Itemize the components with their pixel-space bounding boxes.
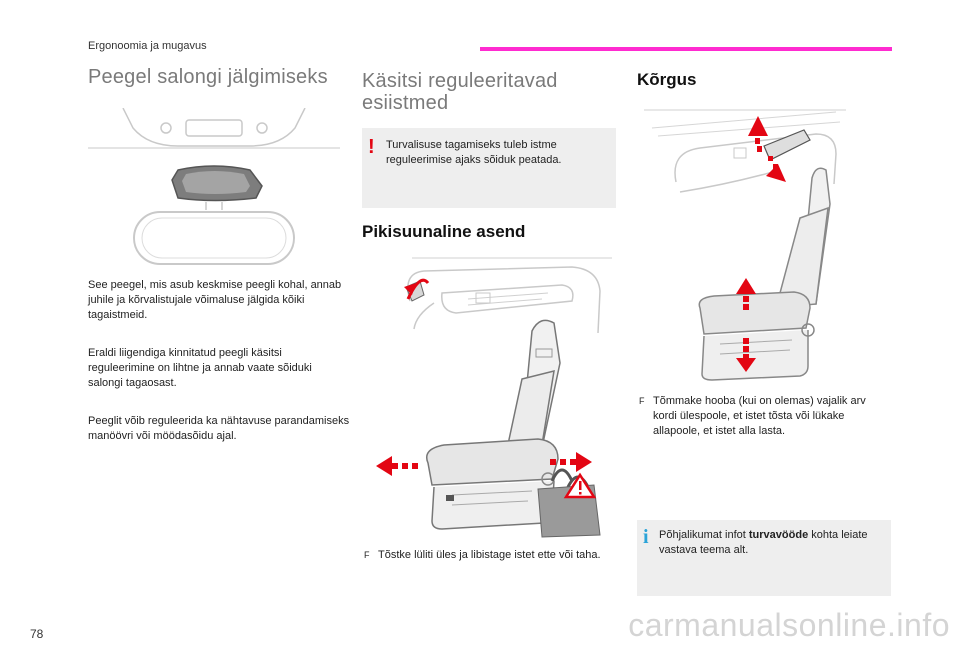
height-subtitle: Kõrgus [637, 70, 697, 89]
manual-seats-title-line1: Käsitsi reguleeritavad [362, 70, 558, 92]
longitudinal-instruction: Tõstke lüliti üles ja libistage istet et… [378, 549, 601, 561]
accent-bar [480, 47, 892, 51]
info-text: Põhjalikumat infot turvavööde kohta leia… [659, 528, 881, 558]
height-instruction: Tõmmake hooba (kui on olemas) vajalik ar… [653, 395, 866, 437]
seat-longitudinal-illustration [376, 257, 612, 538]
exclamation-icon: ! [368, 136, 375, 158]
info-text-suffix: kohta leiate vastava teema alt. [659, 529, 868, 556]
section-header: Ergonoomia ja mugavus [88, 40, 207, 52]
warning-text: Turvalisuse tagamiseks tuleb istme regul… [386, 139, 562, 166]
mirror-section-title: Peegel salongi jälgimiseks [88, 66, 328, 88]
watermark: carmanualsonline.info [628, 607, 950, 643]
manual-seats-title-line2: esiistmed [362, 92, 449, 114]
info-text-prefix: Põhjalikumat infot [659, 529, 749, 541]
interior-mirror-illustration [88, 108, 340, 265]
arrow-bullet-icon: F [639, 396, 645, 406]
info-icon: i [643, 526, 649, 548]
info-box: i Põhjalikumat infot turvavööde kohta le… [637, 520, 891, 596]
seat-height-illustration [644, 109, 846, 381]
page-number: 78 [30, 627, 44, 641]
mirror-paragraph-2: Eraldi liigendiga kinnitatud peegli käsi… [88, 347, 312, 389]
arrow-bullet-icon: F [364, 550, 370, 560]
warning-box: ! Turvalisuse tagamiseks tuleb istme reg… [362, 128, 616, 208]
mirror-paragraph-1: See peegel, mis asub keskmise peegli koh… [88, 279, 342, 321]
mirror-paragraph-3: Peeglit võib reguleerida ka nähtavuse pa… [88, 415, 350, 442]
longitudinal-subtitle: Pikisuunaline asend [362, 222, 526, 241]
info-text-link-term: turvavööde [748, 529, 809, 541]
